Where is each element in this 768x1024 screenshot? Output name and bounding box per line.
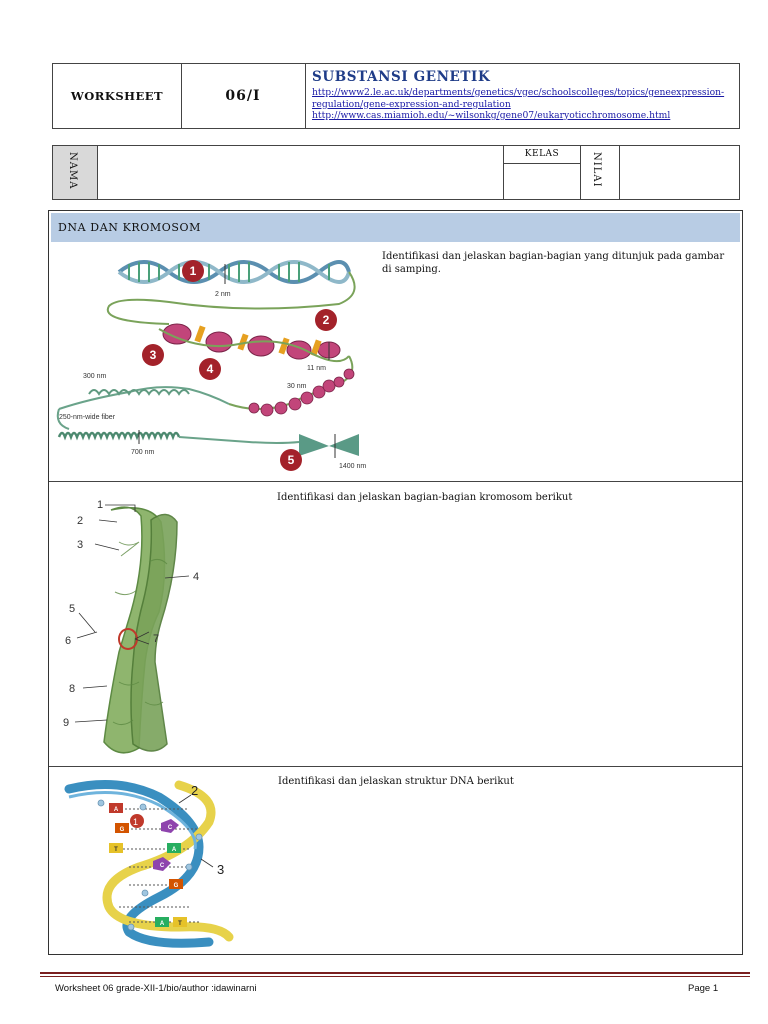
page-title: SUBSTANSI GENETIK bbox=[312, 69, 739, 85]
dna-structure-figure: A G C T A C G A T 1 2 3 bbox=[49, 767, 269, 954]
label-11nm: 11 nm bbox=[307, 365, 326, 372]
dna-label-2: 2 bbox=[191, 783, 198, 798]
dna-label-3: 3 bbox=[217, 862, 224, 877]
marker-2: 2 bbox=[323, 313, 330, 327]
question-row-3: Identifikasi dan jelaskan struktur DNA b… bbox=[49, 766, 742, 955]
chromosome-label-1: 1 bbox=[97, 499, 103, 511]
question-row-2: Identifikasi dan jelaskan bagian-bagian … bbox=[49, 481, 742, 767]
question-3-text: Identifikasi dan jelaskan struktur DNA b… bbox=[278, 775, 718, 788]
header-info: SUBSTANSI GENETIK http://www2.le.ac.uk/d… bbox=[305, 64, 739, 128]
marker-5: 5 bbox=[288, 453, 295, 467]
label-30nm: 30 nm bbox=[287, 383, 307, 390]
nilai-label-cell: NILAI bbox=[579, 146, 620, 199]
label-300nm: 300 nm bbox=[83, 373, 107, 380]
label-2nm: 2 nm bbox=[215, 291, 231, 298]
chromosome-label-4: 4 bbox=[193, 571, 199, 583]
label-fiber: 250-nm-wide fiber bbox=[59, 414, 116, 421]
reference-link-2[interactable]: http://www.cas.miamioh.edu/~wilsonkg/gen… bbox=[312, 110, 739, 122]
chromosome-label-8: 8 bbox=[69, 683, 75, 695]
reference-link-1a[interactable]: http://www2.le.ac.uk/departments/genetic… bbox=[312, 87, 739, 99]
reference-link-1b[interactable]: regulation/gene-expression-and-regulatio… bbox=[312, 99, 739, 111]
marker-4: 4 bbox=[207, 362, 214, 376]
header-table: WORKSHEET 06/I SUBSTANSI GENETIK http://… bbox=[52, 63, 740, 129]
chromosome-figure: 1 2 3 4 5 6 7 8 9 bbox=[49, 482, 269, 766]
worksheet-label: WORKSHEET bbox=[53, 64, 182, 128]
footer-rule-thin bbox=[40, 976, 750, 977]
chromosome-label-2: 2 bbox=[77, 515, 83, 527]
chromosome-label-6: 6 bbox=[65, 635, 71, 647]
nilai-field[interactable] bbox=[620, 146, 738, 199]
question-2-text: Identifikasi dan jelaskan bagian-bagian … bbox=[277, 491, 717, 504]
chromosome-label-7: 7 bbox=[153, 633, 159, 645]
question-1-text: Identifikasi dan jelaskan bagian-bagian … bbox=[382, 250, 727, 276]
nama-label: NAMA bbox=[67, 152, 78, 189]
base-2: G bbox=[120, 827, 125, 833]
dna-label-1: 1 bbox=[133, 817, 138, 827]
nama-label-cell: NAMA bbox=[53, 146, 98, 199]
section-title: DNA DAN KROMOSOM bbox=[51, 213, 740, 242]
base-3: C bbox=[168, 825, 173, 831]
footer-page-number: Page 1 bbox=[688, 983, 718, 994]
base-5: A bbox=[172, 847, 177, 853]
base-8: A bbox=[160, 921, 165, 927]
answer-area-2[interactable] bbox=[275, 512, 733, 762]
base-9: T bbox=[178, 921, 182, 927]
kelas-label: KELAS bbox=[504, 146, 580, 164]
base-7: G bbox=[174, 883, 179, 889]
base-6: C bbox=[160, 863, 165, 869]
answer-area-1[interactable] bbox=[379, 284, 734, 474]
footer-author: Worksheet 06 grade-XII-1/bio/author :ida… bbox=[55, 983, 257, 994]
chromosome-label-5: 5 bbox=[69, 603, 75, 615]
kelas-cell: KELAS bbox=[503, 146, 581, 199]
chromatin-figure: 2 nm 11 nm bbox=[49, 244, 367, 479]
label-700nm: 700 nm bbox=[131, 449, 155, 456]
marker-3: 3 bbox=[150, 348, 157, 362]
label-1400nm: 1400 nm bbox=[339, 463, 366, 470]
student-info-row: NAMA KELAS NILAI bbox=[52, 145, 740, 200]
kelas-field[interactable] bbox=[504, 164, 580, 202]
answer-area-3[interactable] bbox=[275, 797, 733, 947]
nilai-label: NILAI bbox=[591, 152, 602, 188]
question-row-1: Identifikasi dan jelaskan bagian-bagian … bbox=[49, 244, 742, 481]
base-1: A bbox=[114, 807, 119, 813]
worksheet-number: 06/I bbox=[181, 64, 306, 128]
worksheet-main: DNA DAN KROMOSOM Identifikasi dan jelask… bbox=[48, 210, 743, 955]
chromosome-label-3: 3 bbox=[77, 539, 83, 551]
nama-field[interactable] bbox=[97, 146, 503, 199]
footer-rule bbox=[40, 972, 750, 974]
marker-1: 1 bbox=[190, 264, 197, 278]
chromosome-label-9: 9 bbox=[63, 717, 69, 729]
base-4: T bbox=[114, 847, 118, 853]
